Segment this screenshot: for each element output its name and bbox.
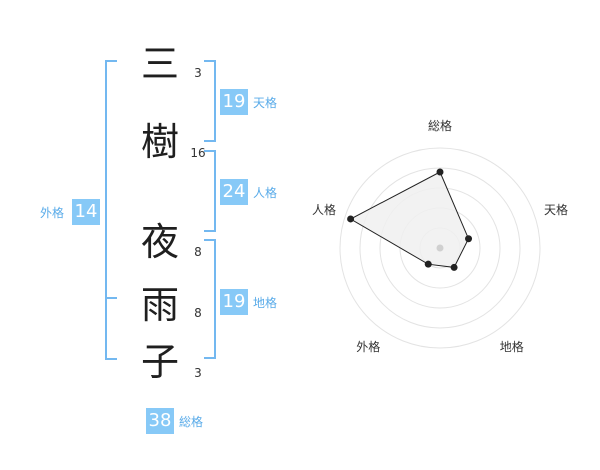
radar-axis-label-3: 地格 [499,339,524,354]
gaikaku-label: 外格 [40,206,65,220]
stroke-count-3: 8 [194,245,202,259]
name-char-5: 子 [140,340,179,384]
radar-point-3 [450,263,458,271]
radar-polygon [349,171,470,268]
chikaku-label: 地格 [253,296,278,310]
name-char-4: 雨 [140,283,179,327]
jinkaku-bracket [204,150,216,232]
soukaku-score-badge: 38 [146,408,174,434]
stroke-count-4: 8 [194,306,202,320]
stroke-count-1: 3 [194,66,202,80]
name-char-2: 樹 [140,120,179,164]
radar-ring-4 [359,167,521,329]
tenkaku-score-badge: 19 [220,89,248,115]
radar-point-1 [436,168,444,176]
radar-axis-label-5: 人格 [311,203,336,218]
chikaku-bracket [204,239,216,359]
gaikaku-score-badge: 14 [72,199,100,225]
chikaku-score-badge: 19 [220,289,248,315]
gaikaku-bracket-tick [105,297,117,299]
jinkaku-label: 人格 [253,186,278,200]
radar-point-5 [347,215,355,223]
tenkaku-bracket [204,60,216,142]
radar-point-4 [424,260,432,268]
stroke-count-2: 16 [190,146,206,160]
name-char-3: 夜 [140,220,179,264]
soukaku-label: 総格 [179,415,204,429]
name-char-1: 三 [140,42,179,86]
stroke-count-5: 3 [194,366,202,380]
radar-ring-5 [339,147,541,349]
radar-point-2 [465,235,473,243]
radar-axis-label-4: 外格 [356,339,381,354]
tenkaku-label: 天格 [253,96,278,110]
radar-axis-label-1: 総格 [427,119,452,133]
gaikaku-bracket [105,60,117,360]
radar-center-dot [436,244,444,252]
radar-axis-label-2: 天格 [544,203,569,218]
jinkaku-score-badge: 24 [220,179,248,205]
